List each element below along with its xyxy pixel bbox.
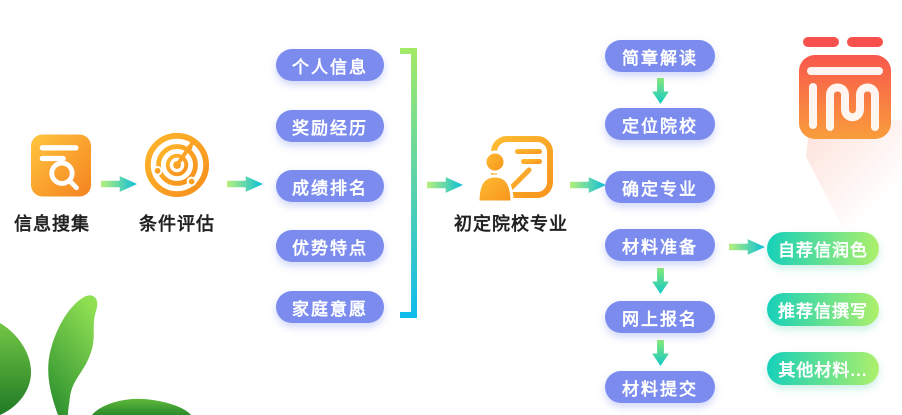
person-board-icon [476,136,553,207]
orange-seal-logo-icon [797,35,893,146]
arrow-right-icon [729,239,765,255]
green-leaves-icon [0,275,250,415]
step-node: 网上报名 [605,301,715,333]
arrow-right-icon [101,176,137,192]
step-node: 确定专业 [605,171,715,203]
eval-item-node: 个人信息 [276,49,384,81]
arrow-right-icon [570,177,606,193]
material-node: 其他材料... [767,352,879,385]
arrow-right-icon [227,176,263,192]
arrow-right-icon [427,177,463,193]
eval-item-node: 优势特点 [276,230,384,262]
stage-label-info-collect: 信息搜集 [14,214,90,234]
arrow-down-icon [652,340,669,366]
step-node: 简章解读 [605,40,715,72]
arrow-down-icon [652,78,669,104]
eval-item-node: 成绩排名 [276,170,384,202]
eval-item-node: 奖励经历 [276,110,384,142]
radar-icon [143,130,211,203]
material-node: 推荐信撰写 [767,293,879,326]
step-node: 材料准备 [605,229,715,261]
step-node: 材料提交 [605,371,715,403]
stage-label-condition-evaluate: 条件评估 [139,214,215,234]
step-node: 定位院校 [605,108,715,140]
stage-label-initial-school-major: 初定院校专业 [454,214,568,234]
eval-item-node: 家庭意愿 [276,291,384,323]
document-search-icon [30,133,92,203]
bracket-connector [400,48,417,318]
material-node: 自荐信润色 [767,232,879,265]
arrow-down-icon [652,268,669,294]
